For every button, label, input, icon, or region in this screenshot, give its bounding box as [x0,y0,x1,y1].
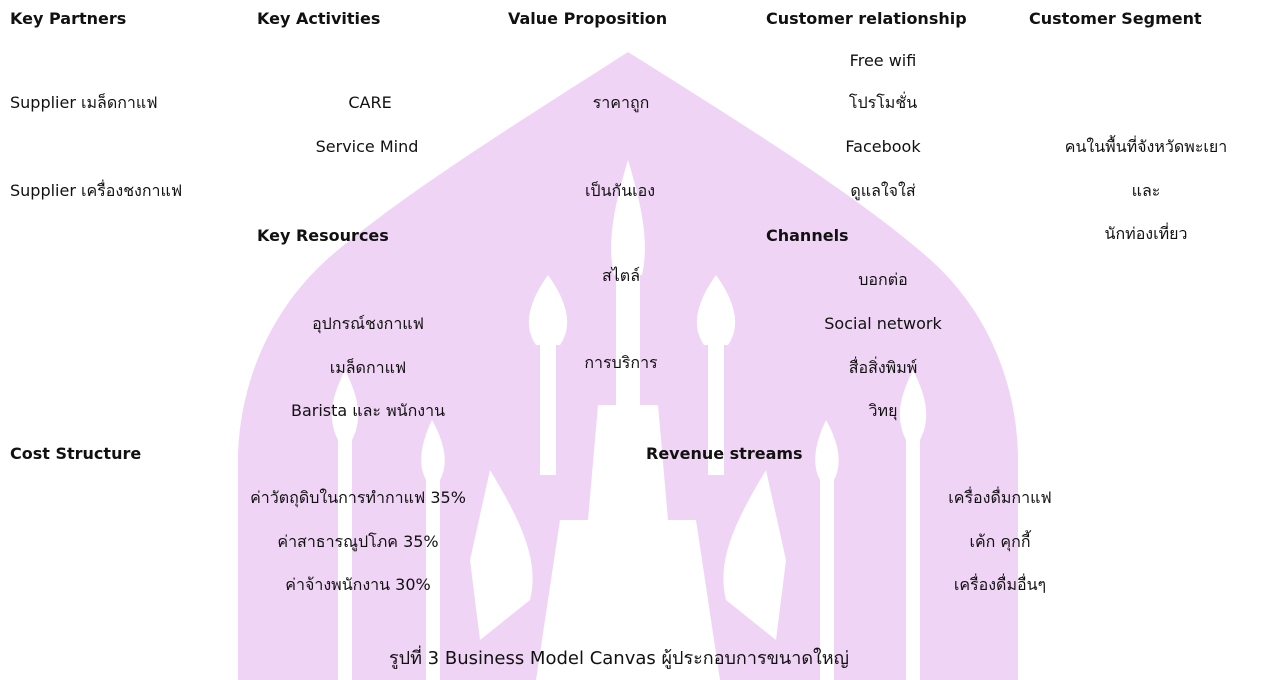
customer-segment-item: นักท่องเที่ยว [1104,224,1188,243]
key-activity-item: CARE [348,93,392,112]
key-activity-item: Service Mind [315,137,419,156]
value-proposition-header: Value Proposition [508,9,668,28]
channel-item: สื่อสิ่งพิมพ์ [848,358,918,377]
customer-segment-item: คนในพื้นที่จังหวัดพะเยา [1064,137,1228,156]
channel-item: Social network [824,314,942,333]
revenue-streams-header: Revenue streams [646,444,803,463]
customer-relationship-item: Facebook [845,137,921,156]
channel-item: บอกต่อ [858,270,908,289]
cost-structure-item: ค่าจ้างพนักงาน 30% [285,575,431,594]
key-resource-item: Barista และ พนักงาน [290,401,446,420]
key-activities-header: Key Activities [257,9,381,28]
customer-relationship-item: ดูแลใจใส่ [850,181,916,200]
cost-structure-item: ค่าวัตถุดิบในการทำกาแฟ 35% [250,488,466,507]
value-proposition-item: การบริการ [584,353,658,372]
key-partner-item: Supplier เมล็ดกาแฟ [10,93,158,112]
customer-relationship-item: Free wifi [849,51,917,70]
key-partner-item: Supplier เครื่องชงกาแฟ [10,181,183,200]
key-resource-item: อุปกรณ์ชงกาแฟ [312,314,424,333]
key-resources-header: Key Resources [257,226,389,245]
revenue-stream-item: เครื่องดื่มอื่นๆ [953,575,1047,594]
customer-relationship-header: Customer relationship [766,9,967,28]
channel-item: วิทยุ [868,401,898,420]
revenue-stream-item: เครื่องดื่มกาแฟ [948,488,1052,507]
customer-segment-header: Customer Segment [1029,9,1202,28]
channels-header: Channels [766,226,849,245]
value-proposition-item: เป็นกันเอง [584,181,656,200]
customer-segment-item: และ [1131,181,1161,200]
figure-caption: รูปที่ 3 Business Model Canvas ผู้ประกอบ… [388,648,850,669]
value-proposition-item: ราคาถูก [592,93,650,112]
key-resource-item: เมล็ดกาแฟ [329,358,407,377]
revenue-stream-item: เค้ก คุกกี้ [969,532,1031,551]
cost-structure-item: ค่าสาธารณูปโภค 35% [277,532,439,551]
cost-structure-header: Cost Structure [10,444,142,463]
key-partners-header: Key Partners [10,9,127,28]
value-proposition-item: สไตล์ [601,266,641,285]
customer-relationship-item: โปรโมชั่น [848,93,918,112]
